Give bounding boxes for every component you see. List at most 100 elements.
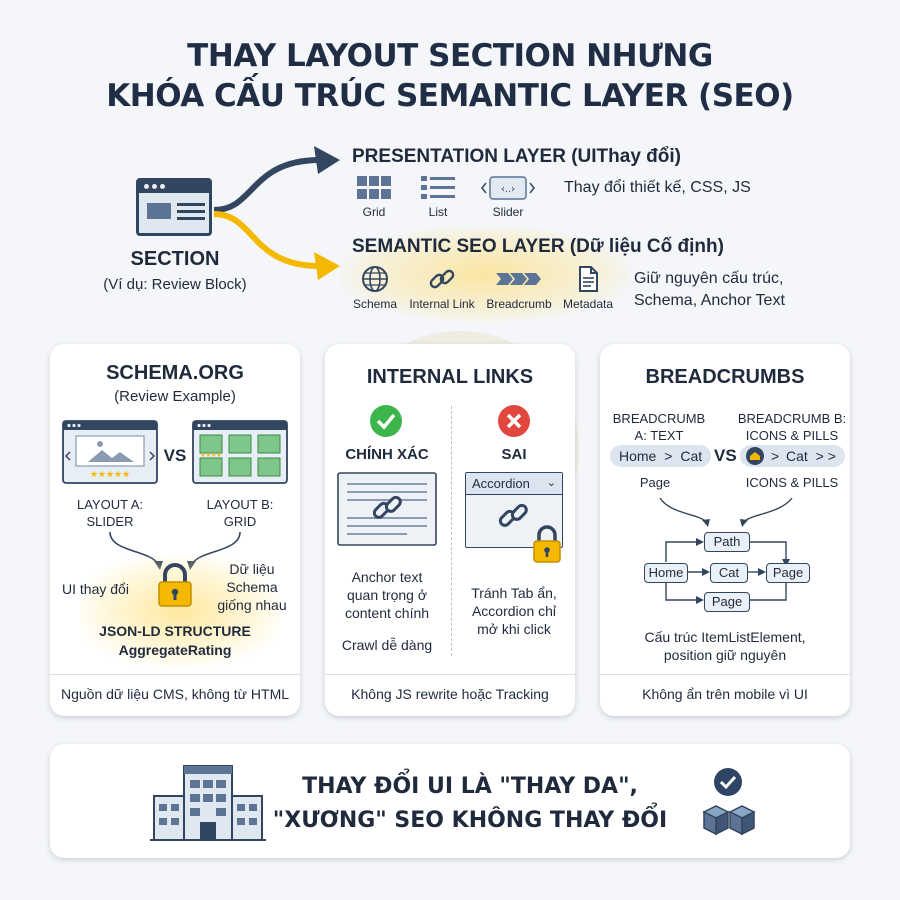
breadcrumbs-card-divider (600, 674, 850, 675)
blocks-icon (702, 805, 756, 836)
breadcrumb-a-page: Page (639, 475, 671, 490)
section-label: SECTION (130, 248, 220, 270)
presentation-arrow (213, 157, 321, 213)
internal-link-label: Internal Link (409, 297, 475, 311)
breadcrumb-b-heading: BREADCRUMB B: ICONS & PILLS (737, 411, 847, 443)
schema-card-divider (50, 674, 300, 675)
semantic-desc-line2: Schema, Anchor Text (634, 292, 785, 309)
cross-icon (498, 405, 530, 437)
svg-text:‹..›: ‹..› (501, 184, 515, 195)
internal-links-title: INTERNAL LINKS (366, 366, 534, 388)
breadcrumbs-card: BREADCRUMBS BREADCRUMB A: TEXT BREADCRUM… (600, 344, 850, 716)
tree-node-cat: Cat (710, 563, 748, 583)
slider-layout-item: ‹..› Slider (480, 174, 536, 219)
breadcrumb-a-heading: BREADCRUMB A: TEXT (612, 411, 706, 443)
accordion-label: Accordion (472, 476, 530, 491)
breadcrumbs-title: BREADCRUMBS (645, 366, 805, 388)
schema-item: Schema (350, 264, 400, 311)
section-sub: (Ví dụ: Review Block) (103, 276, 247, 293)
list-layout-item: List (416, 174, 460, 219)
tree-node-path: Path (704, 532, 750, 552)
layer-arrows (213, 146, 340, 280)
semantic-arrow (213, 211, 321, 269)
page-title-line2: KHÓA CẤU TRÚC SEMANTIC LAYER (SEO) (106, 78, 794, 114)
svg-text:★★★★: ★★★★ (200, 452, 222, 459)
accordion-header: Accordion ⌄ (466, 473, 562, 495)
internal-link-item: Internal Link (404, 264, 480, 311)
semantic-desc-line1: Giữ nguyên cấu trúc, (634, 270, 784, 287)
links-card-divider (325, 674, 575, 675)
building-icon (150, 765, 266, 841)
page-title-line1: THAY LAYOUT SECTION NHƯNG (187, 38, 713, 74)
schema-card: SCHEMA.ORG (Review Example) ★★★★★ VS ★★★… (50, 344, 300, 716)
schema-card-title: SCHEMA.ORG (106, 362, 244, 384)
breadcrumbs-vs: VS (714, 446, 737, 465)
check-circle-icon (714, 768, 742, 796)
breadcrumb-tree-lines (659, 497, 793, 604)
link-icon (429, 269, 455, 289)
breadcrumb-icon (496, 273, 541, 285)
lock-icon (158, 563, 192, 607)
links-divider (451, 406, 452, 656)
grid-icon (357, 176, 391, 199)
bottom-line1: THAY ĐỔI UI LÀ "THAY DA", (302, 774, 638, 799)
metadata-item: Metadata (558, 264, 618, 311)
metadata-label: Metadata (562, 297, 614, 311)
presentation-layer-title: PRESENTATION LAYER (UIThay đổi) (352, 146, 682, 167)
hidden-link-icon (498, 503, 528, 527)
breadcrumb-item: Breadcrumb (482, 264, 556, 311)
breadcrumb-b-page: ICONS & PILLS (745, 475, 839, 490)
svg-text:★★★★★: ★★★★★ (90, 470, 130, 480)
breadcrumb-a-pill: Home > Cat (610, 445, 712, 467)
tree-node-page: Page (766, 563, 810, 583)
layout-b-label: LAYOUT B: GRID (206, 497, 274, 529)
globe-icon (362, 266, 388, 292)
crumb-home: Home (619, 448, 657, 464)
jsonld-label: JSON-LD STRUCTURE AggregateRating (99, 623, 251, 658)
links-card-footer: Không JS rewrite hoặc Tracking (351, 686, 549, 702)
correct-content-icon (337, 472, 437, 546)
schema-glow (80, 556, 280, 666)
presentation-arrowhead (314, 146, 340, 174)
grid-label: Grid (362, 205, 386, 219)
crumb-b-cat: Cat (785, 448, 808, 464)
same-data-label: Dữ liệu Schema giống nhau (217, 561, 287, 613)
slider-layout-icon: ★★★★★ (62, 420, 158, 484)
chevron-down-icon: ⌄ (546, 477, 556, 489)
schema-card-footer: Nguồn dữ liệu CMS, không từ HTML (60, 686, 290, 702)
document-icon (579, 266, 598, 292)
grid-layout-icon: ★★★★ (192, 420, 288, 484)
semantic-arrowhead (314, 252, 340, 280)
layout-a-label: LAYOUT A: SLIDER (77, 497, 143, 529)
tree-node-home: Home (644, 563, 688, 583)
correct-desc: Anchor text quan trọng ở content chính (344, 569, 430, 621)
slider-label: Slider (492, 205, 524, 219)
list-icon (421, 176, 455, 199)
breadcrumb-label: Breadcrumb (486, 297, 552, 311)
correct-label: CHÍNH XÁC (345, 446, 429, 463)
grid-layout-item: Grid (352, 174, 396, 219)
semantic-layer-desc: Giữ nguyên cấu trúc, Schema, Anchor Text (634, 268, 785, 312)
section-window-icon (136, 178, 212, 236)
ui-changes-label: UI thay đổi (62, 581, 129, 597)
crumb-separator: > (664, 448, 673, 464)
semantic-layer-title: SEMANTIC SEO LAYER (Dữ liệu Cố định) (352, 236, 724, 257)
internal-links-card: INTERNAL LINKS CHÍNH XÁC Anchor text qua… (325, 344, 575, 716)
bottom-message: THAY ĐỔI UI LÀ "THAY DA", "XƯƠNG" SEO KH… (260, 770, 680, 838)
wrong-label: SAI (501, 446, 527, 463)
schema-card-sub: (Review Example) (114, 388, 236, 405)
wrong-desc: Tránh Tab ẩn, Accordion chỉ mở khi click (471, 585, 557, 637)
tree-node-page-2: Page (704, 592, 750, 612)
crumb-cat: Cat (680, 448, 703, 464)
breadcrumb-b-pill: > Cat > > (740, 445, 845, 467)
home-icon (746, 447, 764, 465)
schema-label: Schema (352, 297, 398, 311)
list-label: List (428, 205, 448, 219)
correct-crawl: Crawl dễ dàng (341, 637, 433, 653)
lock-icon-accordion (533, 525, 561, 563)
schema-vs: VS (163, 446, 187, 465)
presentation-layer-desc: Thay đổi thiết kế, CSS, JS (564, 179, 751, 196)
breadcrumbs-card-footer: Không ẩn trên mobile vì UI (642, 686, 808, 702)
bottom-line2: "XƯƠNG" SEO KHÔNG THAY ĐỔI (272, 808, 668, 833)
check-icon (370, 405, 402, 437)
